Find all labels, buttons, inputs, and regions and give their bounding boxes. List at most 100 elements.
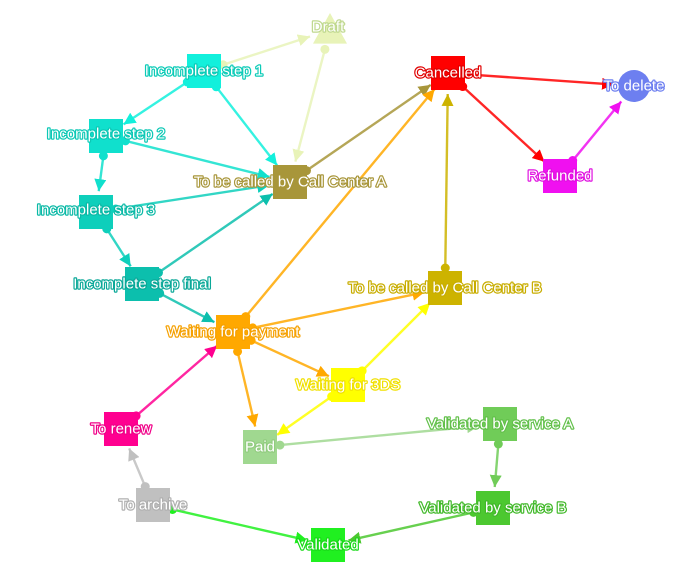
node-label: To archive (119, 497, 187, 514)
edge-source-dot (248, 323, 258, 333)
node-shape[interactable] (89, 119, 123, 153)
node-label: Validated by service B (419, 500, 566, 517)
edge-refunded-to-to_delete (568, 100, 623, 166)
edge-line (571, 100, 623, 162)
edge-line (292, 49, 327, 162)
node-label: Cancelled (415, 65, 482, 82)
edge-cancelled-to-refunded (458, 82, 546, 163)
edge-to_archive-to-to_renew (128, 447, 150, 492)
node-validated-b[interactable]: Validated by service B (418, 491, 568, 525)
edge-draft-to-call_a (292, 44, 330, 162)
node-waiting-payment[interactable]: Waiting for payment (165, 315, 301, 349)
edge-to_archive-to-validated (167, 504, 308, 544)
edge-cancelled-to-to_delete (463, 69, 615, 90)
edge-waiting_payment-to-call_b (248, 288, 425, 333)
node-shape[interactable] (125, 267, 159, 301)
edge-line (361, 302, 431, 372)
node-label: Waiting for payment (167, 324, 301, 341)
edge-paid-to-validated_a (275, 421, 480, 450)
edge-line (122, 81, 188, 126)
node-label: Validated (297, 537, 358, 554)
edge-waiting_payment-to-waiting_3ds (246, 335, 330, 378)
node-incomplete2[interactable]: Incomplete step 2 (46, 119, 166, 153)
node-label: Incomplete step 2 (47, 126, 165, 143)
node-shape[interactable] (187, 54, 221, 88)
node-label: Incomplete step 3 (37, 202, 155, 219)
node-validated-a[interactable]: Validated by service A (426, 407, 574, 441)
edge-line (115, 181, 270, 211)
edge-waiting_3ds-to-call_b (357, 302, 431, 376)
edge-line (105, 228, 132, 267)
edge-line (348, 511, 474, 544)
node-to-archive[interactable]: To archive (118, 488, 188, 522)
node-cancelled[interactable]: Cancelled (413, 56, 483, 90)
node-waiting-3ds[interactable]: Waiting for 3DS (295, 368, 401, 402)
node-shape[interactable] (313, 13, 347, 44)
node-label: To be called by Call Center A (194, 174, 387, 191)
node-refunded[interactable]: Refunded (526, 159, 594, 193)
node-shape[interactable] (543, 159, 577, 193)
node-to-renew[interactable]: To renew (89, 412, 153, 446)
edge-source-dot (167, 504, 177, 514)
node-label: To be called by Call Center B (348, 280, 541, 297)
node-draft[interactable]: Draft (311, 13, 347, 44)
edge-incomplete3-to-call_a (111, 181, 270, 214)
edge-line (215, 86, 279, 167)
edge-line (441, 93, 454, 269)
edge-line (135, 344, 218, 417)
node-paid[interactable]: Paid (243, 430, 277, 464)
edge-incomplete1-to-incomplete2 (122, 77, 192, 126)
node-label: Validated by service A (427, 416, 573, 433)
node-to-delete[interactable]: To delete (602, 70, 666, 102)
node-shape[interactable] (136, 488, 170, 522)
edge-line (125, 139, 270, 180)
edge-line (305, 83, 432, 172)
node-shape[interactable] (431, 56, 465, 90)
node-label: Incomplete step final (73, 276, 211, 293)
node-shape[interactable] (243, 430, 277, 464)
edge-line (252, 288, 425, 330)
edge-call_b-to-cancelled (440, 93, 454, 273)
node-shape[interactable] (428, 271, 462, 305)
edge-line (128, 447, 147, 488)
node-shape[interactable] (216, 315, 250, 349)
node-label: Incomplete step 1 (145, 63, 263, 80)
edge-line (250, 339, 330, 378)
node-label: Paid (245, 439, 275, 456)
node-shape[interactable] (104, 412, 138, 446)
edge-validated_b-to-validated (348, 507, 478, 544)
edge-source-dot (493, 439, 503, 449)
edge-source-dot (468, 507, 478, 517)
node-label: Waiting for 3DS (296, 377, 400, 394)
node-shape[interactable] (79, 195, 113, 229)
edge-source-dot (111, 204, 121, 214)
edge-incomplete2-to-call_a (120, 136, 270, 180)
edge-line (279, 421, 480, 447)
node-validated[interactable]: Validated (296, 528, 360, 562)
edge-call_a-to-cancelled (301, 83, 432, 176)
node-call-a[interactable]: To be called by Call Center A (192, 165, 388, 199)
edge-source-dot (320, 44, 330, 54)
edge-source-dot (120, 136, 130, 146)
edge-incomplete3-to-incomplete_final (102, 224, 132, 267)
node-incomplete3[interactable]: Incomplete step 3 (36, 195, 156, 229)
node-incomplete1[interactable]: Incomplete step 1 (144, 54, 264, 88)
edge-source-dot (233, 346, 243, 356)
node-label: To renew (91, 421, 152, 438)
edge-line (236, 351, 259, 427)
edge-incomplete2-to-incomplete3 (94, 151, 108, 192)
node-shape[interactable] (331, 368, 365, 402)
node-shape[interactable] (483, 407, 517, 441)
node-shape[interactable] (273, 165, 307, 199)
node-shape[interactable] (311, 528, 345, 562)
node-call-b[interactable]: To be called by Call Center B (347, 271, 543, 305)
node-shape[interactable] (618, 70, 650, 102)
node-incomplete-final[interactable]: Incomplete step final (72, 267, 212, 301)
node-shape[interactable] (476, 491, 510, 525)
edge-waiting_3ds-to-paid (276, 392, 337, 436)
edge-source-dot (275, 440, 285, 450)
edge-source-dot (463, 69, 473, 79)
edge-line (244, 88, 436, 318)
